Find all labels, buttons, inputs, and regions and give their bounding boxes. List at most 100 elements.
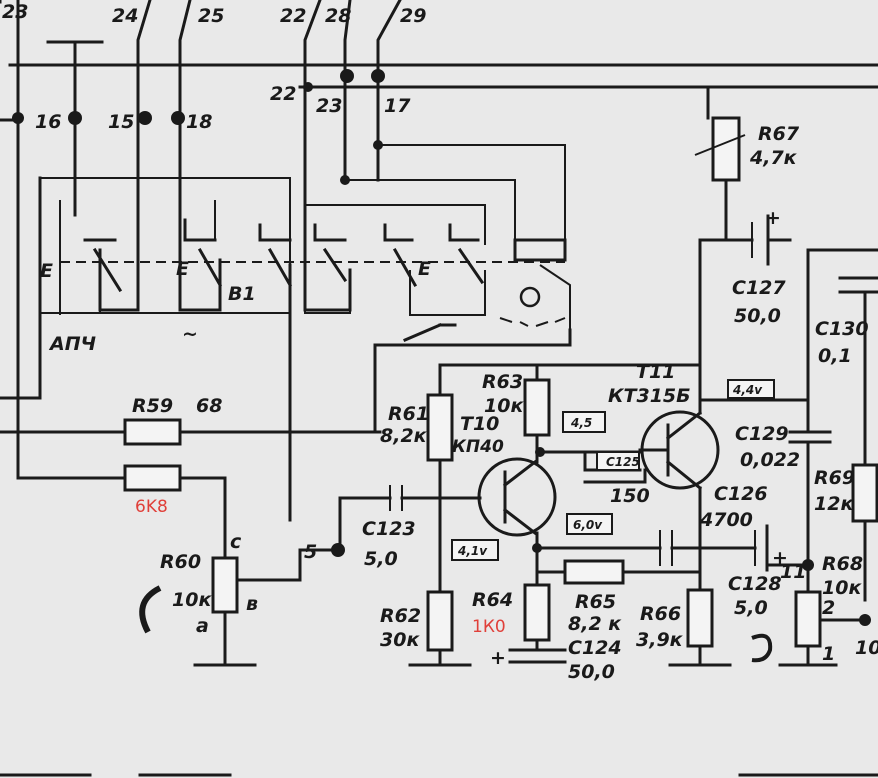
terminal-28: 28 — [325, 5, 351, 27]
resistor-r59 — [123, 418, 182, 446]
c127-name: С127 — [732, 277, 786, 299]
t10-type: КП40 — [452, 437, 504, 457]
capacitor-c125 — [596, 451, 640, 471]
c123-name: С123 — [362, 518, 416, 540]
r62-name: R62 — [380, 605, 421, 627]
c126-value: 4700 — [699, 509, 753, 531]
resistor-r69 — [851, 463, 878, 523]
r59b-value-annotation: 6K8 — [135, 497, 168, 517]
switch-label-tilde: ~ — [182, 323, 198, 345]
c124-plus: + — [490, 647, 506, 669]
potentiometer-r68 — [794, 590, 822, 648]
r66-name: R66 — [640, 603, 681, 625]
c127-plus: + — [765, 207, 781, 229]
terminal-23: 23 — [2, 1, 28, 23]
c128-name: С128 — [728, 573, 782, 595]
top-bus-wires — [0, 0, 878, 312]
pot-pin-c: с — [230, 531, 242, 553]
transistor-t10 — [477, 457, 557, 537]
terminal-29: 29 — [400, 5, 426, 27]
terminal-24: 24 — [112, 5, 138, 27]
c126-name: С126 — [714, 483, 768, 505]
pot-pin-a: а — [196, 615, 209, 637]
r69-value: 12к — [814, 493, 854, 515]
r68-name: R68 — [822, 553, 863, 575]
voltage-v3: 6,0v — [573, 518, 603, 532]
bass-clef-icon — [751, 633, 773, 663]
switch-contact — [403, 323, 457, 342]
r62-value: 30к — [380, 629, 420, 651]
c125-name: С125 — [606, 455, 640, 469]
switch-label-apch: АПЧ — [48, 333, 96, 355]
node-10: 10 — [855, 637, 878, 659]
terminal-22: 22 — [280, 5, 306, 27]
resistor-r67 — [711, 116, 741, 182]
switch-label-b1: B1 — [228, 283, 256, 305]
c123-value: 5,0 — [364, 548, 398, 570]
c128-plus: + — [772, 547, 788, 569]
lamp-icon — [499, 286, 566, 327]
r63-name: R63 — [482, 371, 523, 393]
pot-pin-b: в — [246, 593, 258, 615]
c127-value: 50,0 — [734, 305, 781, 327]
resistor-r61 — [426, 393, 454, 462]
pin-label-17: 17 — [384, 95, 411, 117]
t11-type: КТ315Б — [608, 385, 691, 407]
c124-name: С124 — [568, 637, 622, 659]
node-11: 11 — [780, 561, 806, 583]
voltage-v1: 4,4v — [732, 383, 763, 397]
amplifier-stage: R61 8,2к R62 30к С123 5,0 T10 КП40 R63 1… — [338, 85, 878, 683]
resistor-r64 — [523, 583, 551, 642]
r67-name: R67 — [758, 123, 800, 145]
r69-name: R69 — [814, 467, 855, 489]
voltage-v2: 4,5 — [570, 416, 592, 430]
c124-value: 50,0 — [568, 661, 615, 683]
r68-value: 10к — [822, 577, 862, 599]
r67-value: 4,7к — [749, 147, 798, 169]
c130-name: С130 — [815, 318, 869, 340]
r65-value: 8,2 к — [568, 613, 622, 635]
c130-value: 0,1 — [818, 345, 852, 367]
r65-name: R65 — [575, 591, 616, 613]
node-2: 2 — [822, 597, 835, 619]
pin-label-16: 16 — [35, 111, 61, 133]
c129-name: С129 — [735, 423, 789, 445]
pin-junctions: 16 15 18 22 23 17 — [12, 69, 411, 185]
c129-value: 0,022 — [740, 449, 800, 471]
r60-name: R60 — [160, 551, 201, 573]
resistor-r66 — [686, 588, 714, 648]
top-terminal-labels: 23 24 25 22 28 29 — [2, 1, 426, 27]
pin-label-15: 15 — [108, 111, 134, 133]
switch-label-e3: E — [418, 258, 431, 280]
r60-value: 10к — [172, 589, 212, 611]
t11-name: T11 — [636, 361, 675, 383]
r64-value-annotation: 1К0 — [472, 617, 506, 637]
r61-value: 8,2к — [380, 425, 428, 447]
pin-label-23: 23 — [316, 95, 342, 117]
r64-name: R64 — [472, 589, 513, 611]
pin-label-18: 18 — [186, 111, 212, 133]
switch-block: E E E B1 АПЧ ~ — [39, 144, 571, 355]
r63-value: 10к — [484, 395, 524, 417]
switch-label-e1: E — [40, 260, 53, 282]
pin-label-22: 22 — [270, 83, 296, 105]
t10-name: T10 — [460, 413, 499, 435]
resistor-r65 — [563, 559, 625, 585]
resistor-r59b — [123, 464, 182, 492]
tone-arc-icon — [139, 585, 162, 634]
c128-value: 5,0 — [734, 597, 768, 619]
left-network: R59 68 6K8 R60 10к с в а 5 — [0, 118, 572, 667]
resistor-r62 — [426, 590, 454, 652]
terminal-25: 25 — [198, 5, 224, 27]
switch-label-e2: E — [176, 258, 189, 280]
resistor-r63 — [523, 378, 551, 437]
voltage-v4: 4,1v — [457, 544, 488, 558]
node-5: 5 — [304, 541, 317, 563]
c125-value: 150 — [610, 485, 650, 507]
r66-value: 3,9к — [636, 629, 684, 651]
r59-value: 68 — [196, 395, 222, 417]
r59-name: R59 — [132, 395, 173, 417]
r61-name: R61 — [388, 403, 429, 425]
potentiometer-r60 — [211, 556, 239, 614]
